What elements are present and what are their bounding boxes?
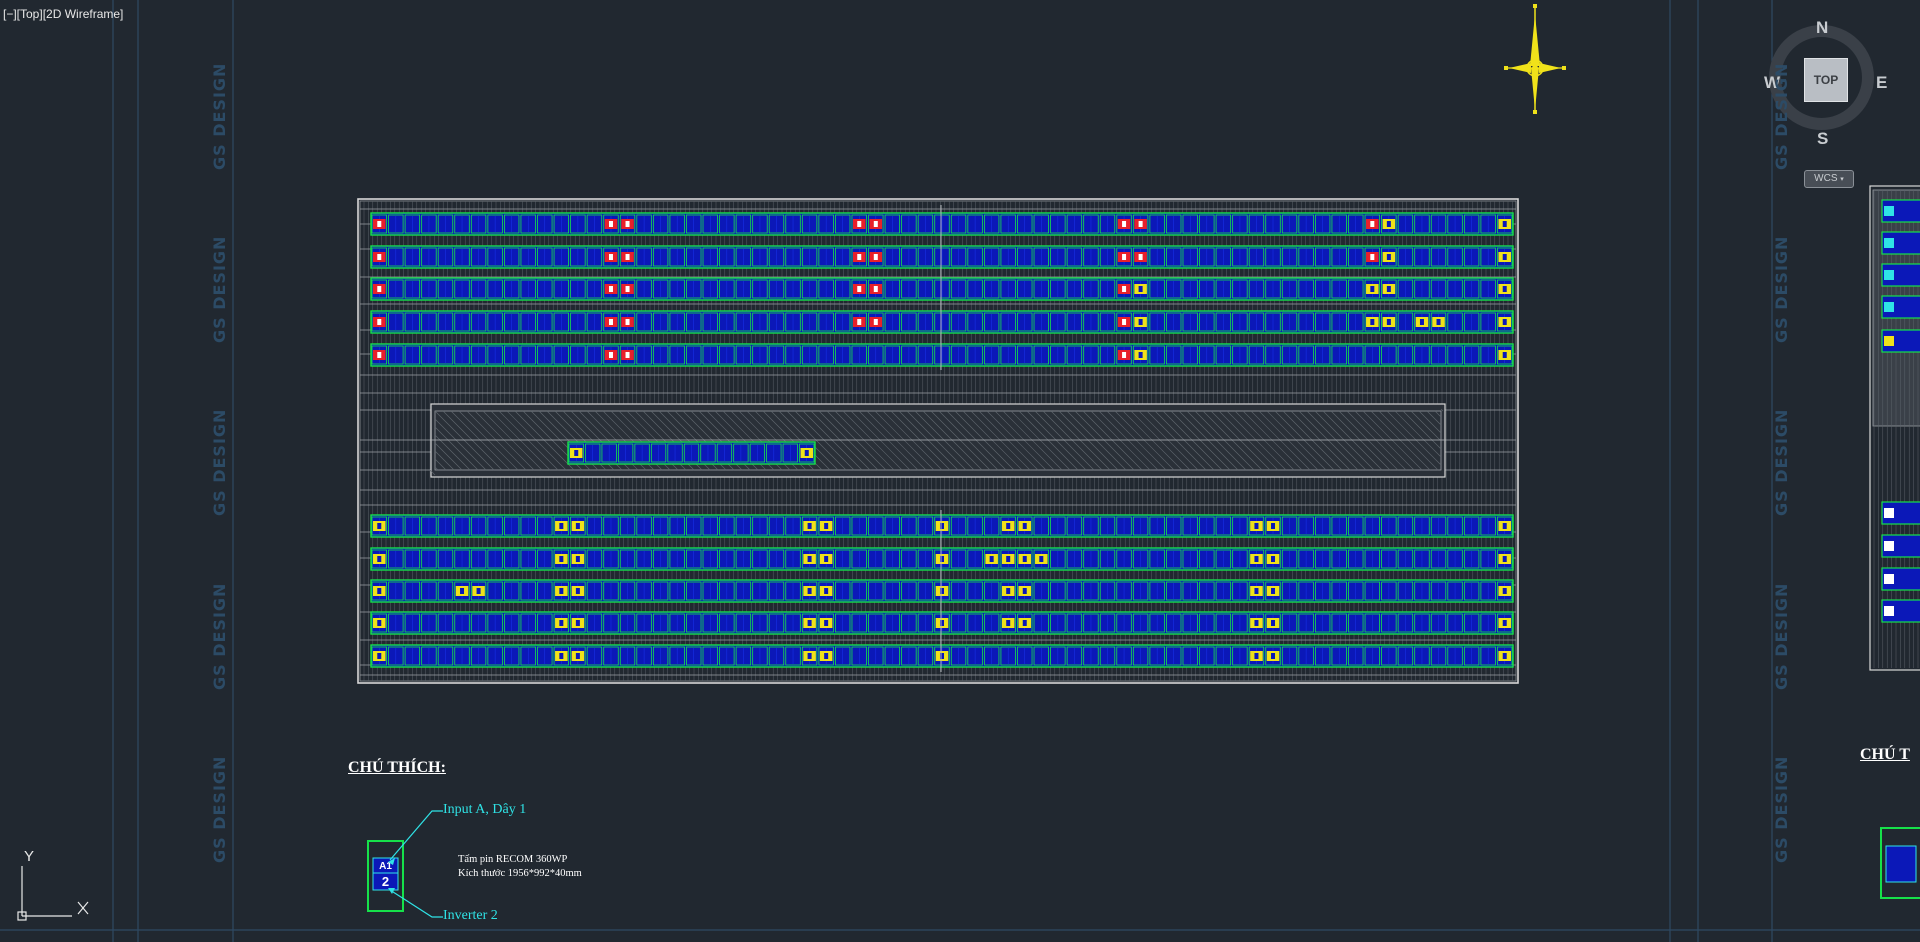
viewport-controls-label[interactable]: [−][Top][2D Wireframe] [3,7,124,21]
compass-west[interactable]: W [1764,73,1781,92]
compass-east[interactable]: E [1876,73,1888,92]
panel-row-bottom-2 [370,547,1514,571]
ucs-icon[interactable] [17,866,89,921]
ucs-y-label: Y [24,848,35,865]
panel-spec-line-2: Kích thước 1956*992*40mm [458,868,582,879]
watermark-text: GS DESIGN [1772,755,1791,863]
compass-north[interactable]: N [1816,18,1829,37]
watermark-text: GS DESIGN [210,582,229,690]
watermark-text: GS DESIGN [1772,235,1791,343]
compass-south[interactable]: S [1817,129,1829,148]
skylight-hatched-area [429,403,1446,478]
ucs-origin-icon [17,911,27,921]
panel-spec-note: Tấm pin RECOM 360WP Kích thước 1956*992*… [458,853,582,881]
callout-input-label: Input A, Dây 1 [443,802,527,817]
roof-outline [357,198,1519,684]
solar-panel-array [370,205,1514,672]
watermark-text: GS DESIGN [210,62,229,170]
panel-row-bottom-4 [370,611,1514,635]
panel-row-bottom-1 [370,514,1514,538]
viewcube[interactable]: TOP N S E W WCS ▾ [1764,18,1894,188]
legend-module-symbol: A12 [367,810,443,918]
panel-row-bottom-5 [370,644,1514,668]
watermark-text: GS DESIGN [1772,408,1791,516]
module-tag-bottom: 2 [382,874,389,889]
watermark-text: GS DESIGN [1772,582,1791,690]
panel-row-top-3 [370,277,1514,301]
watermark-text: GS DESIGN [1772,62,1791,170]
legend-title: CHÚ THÍCH: [348,759,446,776]
panel-row-middle [567,441,816,465]
watermark-text: GS DESIGN [210,235,229,343]
north-arrow-icon [1504,4,1566,114]
module-tag-top: A1 [379,861,392,872]
panel-row-top-1 [370,212,1514,236]
adjacent-roof-partial [1869,185,1920,899]
chevron-down-icon: ▾ [1840,176,1844,183]
wcs-label: WCS [1814,173,1838,184]
x-axis-icon [77,901,89,915]
watermark-text: GS DESIGN [210,408,229,516]
panel-spec-line-1: Tấm pin RECOM 360WP [458,854,568,865]
callout-inverter-label: Inverter 2 [443,908,498,923]
legend-title-adjacent: CHÚ T [1860,746,1910,763]
panel-row-top-2 [370,245,1514,269]
panel-row-bottom-3 [370,579,1514,603]
wcs-menu-button[interactable]: WCS ▾ [1804,170,1854,188]
panel-row-top-5 [370,343,1514,367]
watermark-text: GS DESIGN [210,755,229,863]
viewcube-top-face[interactable]: TOP [1804,58,1848,102]
panel-row-top-4 [370,310,1514,334]
